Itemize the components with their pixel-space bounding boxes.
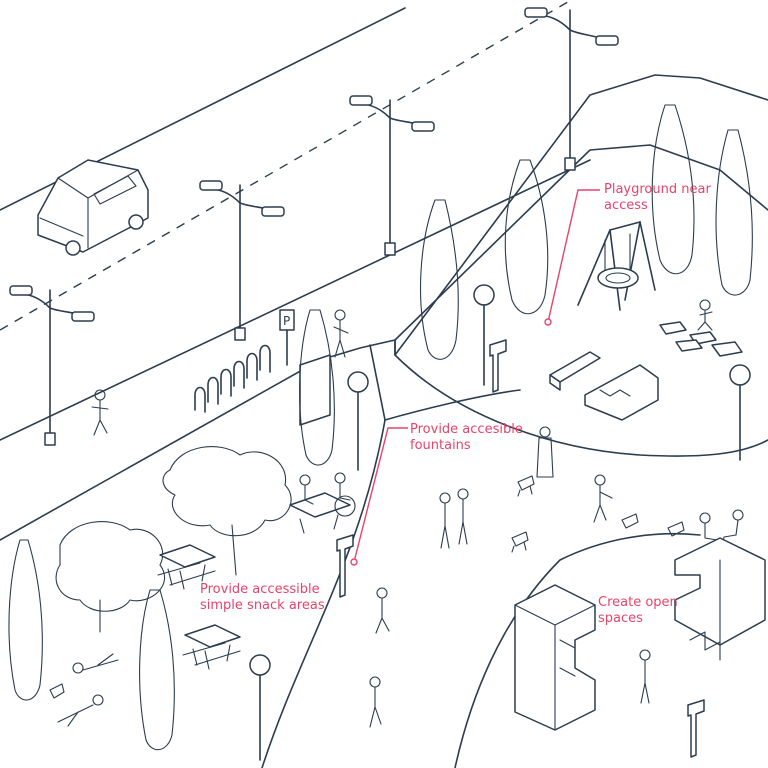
annotation-playground: Playground near access (604, 182, 711, 213)
seating-blocks (514, 537, 766, 731)
annotation-leaders (350, 189, 600, 566)
van-icon (37, 159, 149, 256)
playground-blocks (549, 351, 659, 421)
swing-icon (577, 221, 656, 311)
drinking-fountain-icon (336, 339, 705, 758)
people (57, 309, 744, 728)
dogs (49, 475, 685, 699)
wall (299, 354, 331, 426)
svg-text:P: P (283, 314, 290, 328)
street-lamp-icon (9, 7, 619, 446)
bike-rack-icon (194, 344, 271, 413)
picnic-table-icon (157, 492, 351, 670)
annotation-snack-areas: Provide accessible simple snack areas (200, 582, 325, 613)
annotation-open-spaces: Create open spaces (598, 595, 678, 626)
stepping-stones (659, 299, 743, 357)
park-boundary (0, 74, 768, 768)
tree-icon (8, 104, 753, 751)
street-lamp-icon (249, 284, 751, 761)
parking-sign-icon: P (279, 309, 295, 366)
annotation-fountains: Provide accesible fountains (410, 422, 523, 453)
tree-icon (55, 446, 292, 633)
